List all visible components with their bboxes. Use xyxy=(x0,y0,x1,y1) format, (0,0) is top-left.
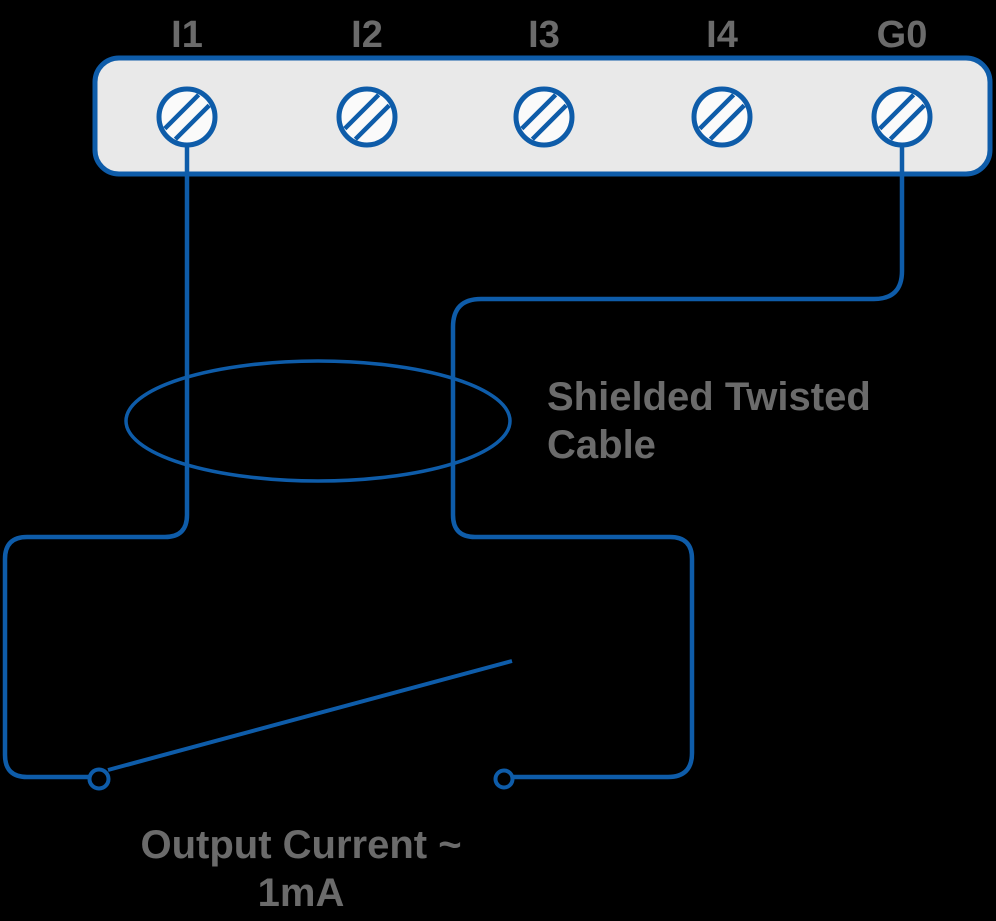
terminal-label-i3: I3 xyxy=(528,14,560,56)
cable-annotation-line2: Cable xyxy=(547,423,656,467)
terminal-label-g0: G0 xyxy=(877,14,928,56)
screw-terminal-i1 xyxy=(159,89,215,145)
output-annotation-line2: 1mA xyxy=(258,871,345,915)
screw-terminal-i2 xyxy=(339,89,395,145)
switch-contact-right xyxy=(493,768,515,790)
terminal-label-i1: I1 xyxy=(171,14,203,56)
wire-i1-to-switch xyxy=(2,145,190,780)
switch-contact-left xyxy=(87,767,111,791)
screw-terminal-g0 xyxy=(874,89,930,145)
screw-terminal-i3 xyxy=(516,89,572,145)
cable-annotation-line1: Shielded Twisted xyxy=(547,375,871,419)
output-annotation-line1: Output Current ~ xyxy=(140,823,461,867)
terminal-label-i2: I2 xyxy=(351,14,383,56)
twisted-cable-loop-ellipse xyxy=(124,359,512,483)
wire-g0-to-switch xyxy=(450,146,905,780)
screw-terminal-i4 xyxy=(694,89,750,145)
switch-lever xyxy=(107,659,513,772)
terminal-label-i4: I4 xyxy=(706,14,738,56)
